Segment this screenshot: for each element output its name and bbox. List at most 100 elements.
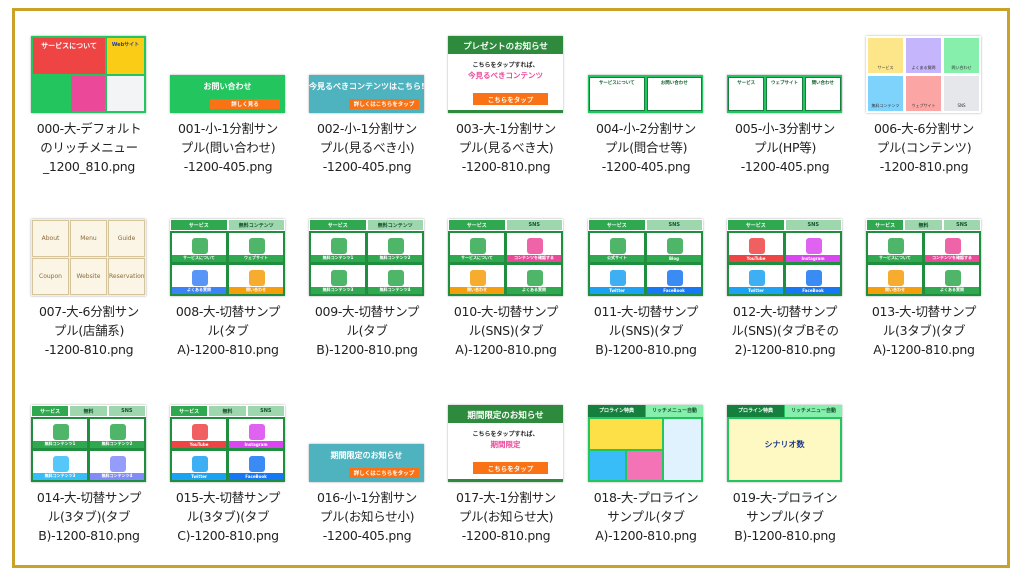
menu-cell: 無料コンテンツ bbox=[867, 75, 904, 112]
menu-cell: FaceBook bbox=[785, 264, 841, 295]
file-name-label: 004-小-2分割サン プル(問合せ等) -1200-405.png bbox=[595, 121, 697, 174]
tab-label: サービス bbox=[40, 409, 61, 415]
thumbnail-image: サービスウェブサイト問い合わせ bbox=[727, 75, 842, 113]
highlight-frame bbox=[12, 8, 1010, 568]
thumbnail-text: こちらをタップすれば、 bbox=[472, 62, 539, 69]
menu-cell: よくある質問 bbox=[924, 264, 980, 295]
thumbnail-text: 詳しくはこちらをタップ bbox=[349, 468, 419, 478]
menu-cell bbox=[107, 38, 144, 74]
menu-cell: サービス bbox=[867, 37, 904, 74]
tab-label: サービス bbox=[179, 409, 200, 415]
thumbnail-text: リッチメニュー自動 bbox=[790, 408, 836, 414]
thumbnail-text: 無料コンテンツ bbox=[871, 103, 900, 108]
menu-cell: 問い合わせ bbox=[804, 77, 841, 111]
menu-cell: コンテンツを確認する bbox=[924, 232, 980, 263]
menu-cell: 無料コンテンツ3 bbox=[32, 450, 88, 481]
file-name-label: 018-大-プロライン サンプル(タブ A)-1200-810.png bbox=[593, 490, 699, 543]
file-name-label: 013-大-切替サンプ ル(3タブ)(タブ A)-1200-810.png bbox=[871, 304, 977, 357]
cell-bar bbox=[786, 287, 840, 294]
menu-cell: 問い合わせ bbox=[449, 264, 505, 295]
thumbnail-text: サービス bbox=[737, 81, 756, 86]
thumbnail-text: ウェブサイト bbox=[244, 255, 268, 260]
file-name-label: 016-小-1分割サン プル(お知らせ小) -1200-405.png bbox=[316, 490, 418, 543]
thumbnail-text: 今見るべきコンテンツはこちら! bbox=[309, 82, 424, 91]
menu-cell: Twitter bbox=[728, 264, 784, 295]
menu-cell: サービスについて bbox=[589, 77, 645, 111]
menu-cell: YouTube bbox=[728, 232, 784, 263]
tab-label: サービス bbox=[327, 223, 348, 229]
icon-placeholder bbox=[110, 424, 126, 440]
cell-bar bbox=[729, 255, 783, 262]
thumbnail-text: Guide bbox=[117, 235, 136, 242]
menu-cell: Twitter bbox=[589, 264, 645, 295]
menu-cell bbox=[729, 419, 840, 480]
tab-bar bbox=[588, 405, 645, 417]
menu-cell: About bbox=[32, 220, 69, 257]
icon-placeholder bbox=[610, 238, 626, 254]
thumbnail-text: Twitter bbox=[609, 288, 625, 293]
tab-label: サービス bbox=[466, 223, 487, 229]
thumbnail-text: サービス bbox=[877, 65, 894, 70]
menu-cell: 無料コンテンツ1 bbox=[310, 232, 366, 263]
tab-0: サービス bbox=[866, 219, 905, 231]
tab-1: SNS bbox=[784, 219, 842, 231]
thumbnail-text: 期間限定 bbox=[490, 440, 521, 449]
file-item[interactable]: 期間限定のお知らせ詳しくはこちらをタップ 016-小-1分割サン プル(お知らせ小… bbox=[302, 405, 432, 550]
icon-placeholder bbox=[53, 456, 69, 472]
thumbnail-text: 問い合わせ bbox=[467, 287, 487, 292]
menu-cell: Blog bbox=[646, 232, 702, 263]
thumbnail-text: 公式サイト bbox=[607, 255, 627, 260]
menu-cell bbox=[627, 451, 662, 480]
thumbnail-text: プレゼントのお知らせ bbox=[463, 42, 548, 52]
thumbnail-text: Blog bbox=[668, 256, 680, 261]
tab-1: SNS bbox=[645, 219, 703, 231]
tab-bar bbox=[646, 405, 703, 417]
tab-1: SNS bbox=[505, 219, 563, 231]
thumbnail-text: プロライン特典 bbox=[737, 408, 773, 414]
thumbnail-text: 無料コンテンツ2 bbox=[101, 441, 133, 446]
tab-0: サービス bbox=[588, 219, 646, 231]
file-name-label: 017-大-1分割サン プル(お知らせ大) -1200-810.png bbox=[455, 490, 557, 543]
menu-cell bbox=[33, 76, 69, 111]
thumbnail-image: 期間限定のお知らせ詳しくはこちらをタップ bbox=[309, 444, 424, 482]
tab-label: サービス bbox=[188, 223, 209, 229]
thumbnail-text: よくある質問 bbox=[940, 287, 964, 292]
tab-0: サービス bbox=[309, 219, 367, 231]
menu-cell: Guide bbox=[108, 220, 145, 257]
tab-0: サービス bbox=[31, 405, 70, 417]
tab-label: SNS bbox=[528, 222, 540, 228]
menu-cell: Instagram bbox=[785, 232, 841, 263]
menu-cell bbox=[664, 419, 701, 480]
tab-label: 無料 bbox=[918, 223, 929, 229]
file-name-label: 009-大-切替サンプ ル(タブ B)-1200-810.png bbox=[314, 304, 420, 357]
thumbnail-text: 無料コンテンツ4 bbox=[379, 287, 411, 292]
thumbnail-text: About bbox=[41, 235, 60, 242]
menu-cell: 無料コンテンツ1 bbox=[32, 418, 88, 449]
thumbnail-text: 無料コンテンツ1 bbox=[44, 441, 76, 446]
menu-cell: ウェブサイト bbox=[228, 232, 284, 263]
file-name-label: 000-大-デフォルト のリッチメニュー _1200_810.png bbox=[36, 121, 142, 174]
menu-cell: Coupon bbox=[32, 258, 69, 295]
